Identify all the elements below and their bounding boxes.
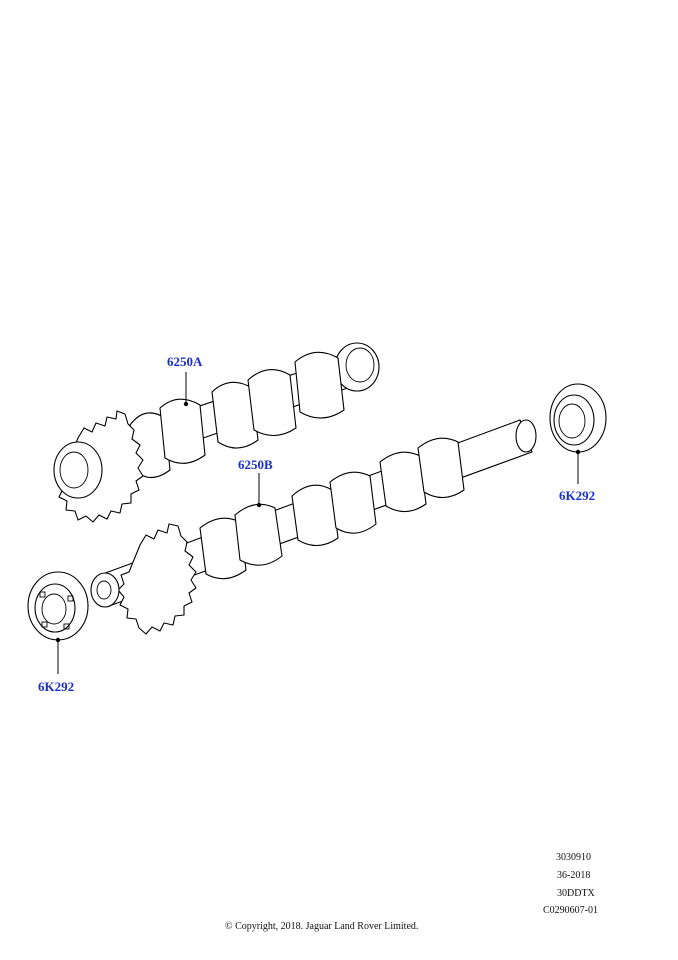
seal-right	[549, 383, 607, 484]
cam-lobes-b	[199, 437, 465, 580]
callout-6k292-right: 6K292	[559, 488, 596, 503]
camshaft-6250a	[53, 342, 380, 523]
copyright-notice: © Copyright, 2018. Jaguar Land Rover Lim…	[225, 921, 419, 932]
reference-code-2: 36-2018	[557, 870, 591, 881]
seal-left	[27, 571, 89, 674]
sprocket-a	[53, 410, 144, 523]
sprocket-b	[90, 523, 197, 635]
callout-6250a: 6250A	[167, 354, 203, 369]
reference-code-1: 3030910	[556, 852, 591, 863]
camshaft-6250b	[90, 419, 537, 635]
reference-code-3: 30DDTX	[557, 888, 595, 899]
cam-lobes-a	[129, 351, 345, 479]
callout-6250b: 6250B	[238, 457, 273, 472]
reference-code-4: C0290607-01	[543, 905, 598, 916]
callout-6k292-left: 6K292	[38, 679, 75, 694]
